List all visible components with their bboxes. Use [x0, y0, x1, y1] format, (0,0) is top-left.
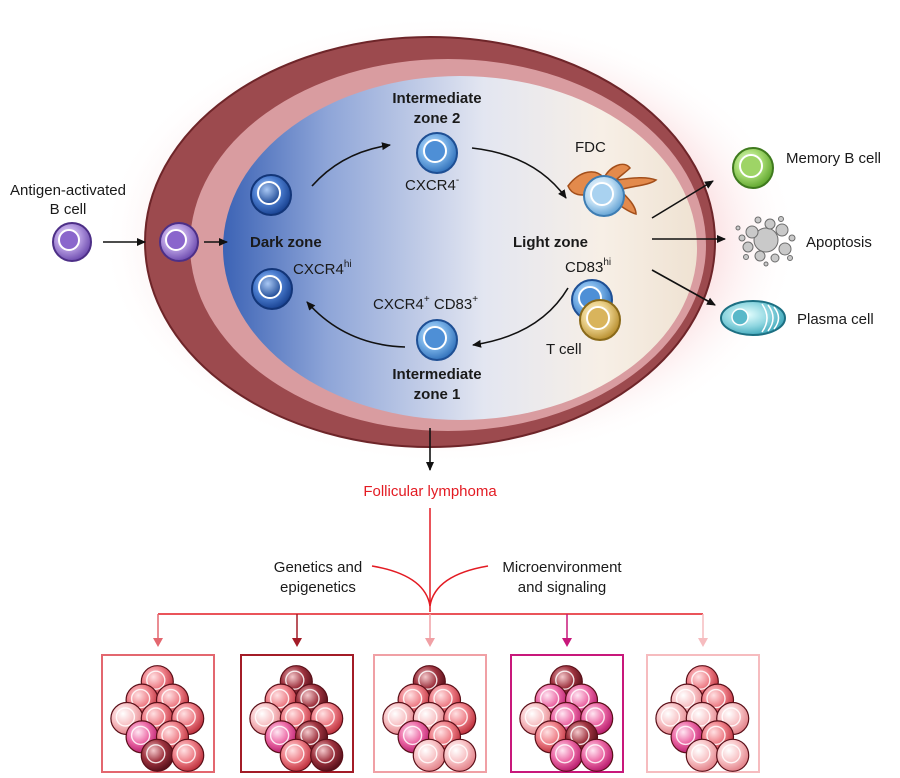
apoptosis-icon	[735, 216, 796, 267]
arrow-iz2-to-light	[471, 147, 567, 199]
follicular-lymphoma-label: Follicular lymphoma	[363, 483, 497, 500]
micro-label-line1: Microenvironment	[502, 559, 622, 576]
iz2-label-line1: Intermediate	[392, 90, 481, 107]
arrow-light-to-iz1	[472, 287, 569, 348]
clone-panel-4	[510, 614, 624, 773]
iz2-label-line2: zone 2	[414, 110, 461, 127]
plasma-cell-label: Plasma cell	[797, 311, 874, 328]
micro-label-line2: and signaling	[518, 579, 606, 596]
tumor-cell	[279, 738, 313, 772]
t-cell-label: T cell	[546, 341, 582, 358]
arrow-to-memory	[651, 180, 714, 219]
arrow-dark-to-iz2	[311, 142, 391, 187]
light-zone-label: Light zone	[513, 234, 588, 251]
dark-zone-cell-upper	[250, 174, 292, 216]
light-zone-b-cell	[583, 175, 625, 217]
tumor-cell	[716, 738, 750, 772]
tumor-cell	[310, 738, 344, 772]
clone-panel-2	[240, 614, 354, 773]
apoptosis-label: Apoptosis	[806, 234, 872, 251]
genetics-label-line2: epigenetics	[280, 579, 356, 596]
clone-panel-1	[101, 614, 215, 773]
tumor-cell	[140, 738, 174, 772]
clone-panel-3	[373, 614, 487, 773]
clone-panel-5	[646, 614, 760, 773]
memory-b-label: Memory B cell	[786, 150, 881, 167]
tumor-cell	[412, 738, 446, 772]
antigen-label-line2: B cell	[50, 201, 87, 218]
tumor-cell	[443, 738, 477, 772]
microenvironment-curve	[429, 565, 489, 607]
dark-zone-cell-lower	[251, 268, 293, 310]
clone-arrow-head	[425, 638, 435, 647]
antigen-activated-b-cell	[52, 222, 92, 262]
arrow-iz1-to-dark	[306, 301, 406, 348]
genetics-curve	[371, 565, 431, 607]
tumor-cell	[580, 738, 614, 772]
tumor-cell	[171, 738, 205, 772]
entering-b-cell	[159, 222, 199, 262]
iz1-label-line2: zone 1	[414, 386, 461, 403]
arrow-to-plasma	[651, 269, 716, 306]
iz2-cell	[416, 132, 458, 174]
tumor-cell	[685, 738, 719, 772]
antigen-label-line1: Antigen-activated	[10, 182, 126, 199]
plasma-cell	[720, 300, 786, 336]
iz1-cell	[416, 319, 458, 361]
tumor-cell	[549, 738, 583, 772]
cxcr4-hi-label: CXCR4hi	[293, 259, 352, 278]
cxcr4-cd83-label: CXCR4+ CD83+	[373, 294, 478, 313]
t-cell	[579, 299, 621, 341]
clone-arrow-head	[698, 638, 708, 647]
genetics-label-line1: Genetics and	[274, 559, 362, 576]
clone-arrow-head	[153, 638, 163, 647]
fdc-label: FDC	[575, 139, 606, 156]
cd83-hi-label: CD83hi	[565, 257, 611, 276]
iz1-label-line1: Intermediate	[392, 366, 481, 383]
clone-arrow-head	[562, 638, 572, 647]
clone-arrow-head	[292, 638, 302, 647]
memory-b-cell	[732, 147, 774, 189]
dark-zone-label: Dark zone	[250, 234, 322, 251]
clone-panels	[101, 614, 760, 773]
cxcr4-neg-label: CXCR4-	[405, 175, 459, 194]
